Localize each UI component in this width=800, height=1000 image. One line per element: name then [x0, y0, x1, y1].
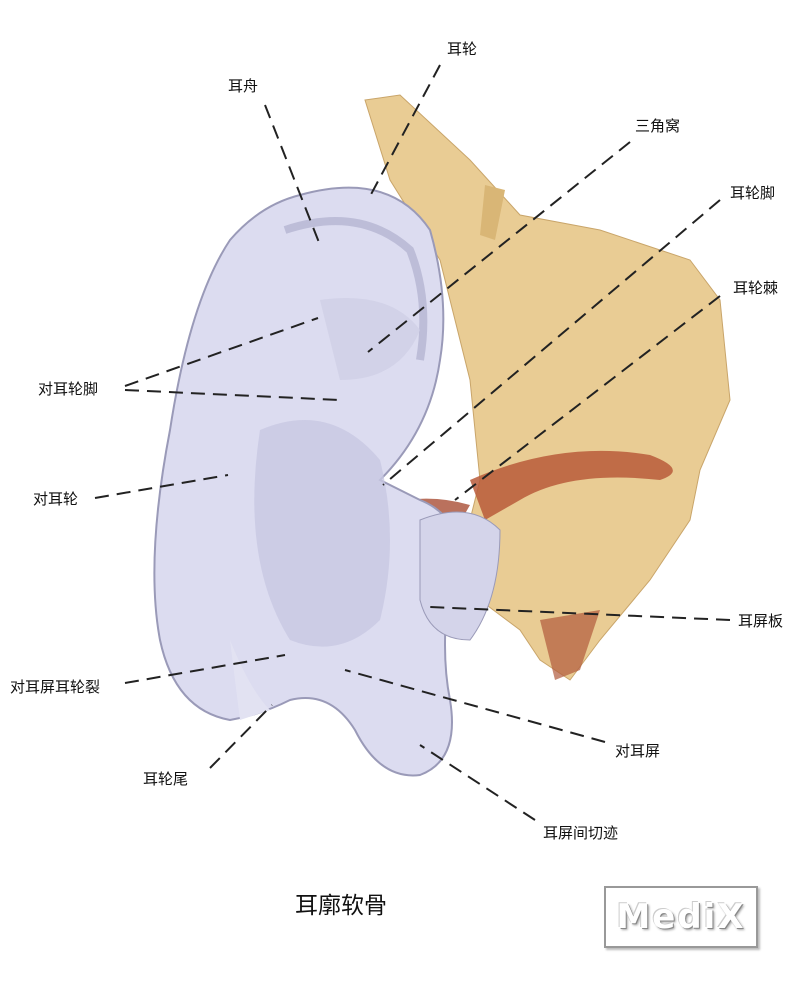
label-tail-of-helix: 耳轮尾 [143, 770, 189, 788]
label-triangular-fossa: 三角窝 [635, 117, 681, 135]
label-antihelix: 对耳轮 [33, 490, 79, 508]
leader-helix [367, 64, 441, 201]
concha [254, 420, 390, 647]
surrounding-tissue [364, 94, 731, 681]
label-intertragic-notch: 耳屏间切迹 [543, 824, 619, 842]
scapha-groove [283, 217, 428, 361]
leader-antihelix [94, 474, 229, 499]
label-crus-of-helix: 耳轮脚 [730, 184, 776, 202]
figure-title: 耳廓软骨 [295, 893, 387, 919]
leader-crus-of-helix [382, 199, 721, 486]
label-antitragohelicine-fissure: 对耳屏耳轮裂 [10, 678, 101, 696]
muscle-red [470, 450, 673, 520]
leader-crura-2 [124, 389, 341, 401]
leader-scapha [264, 104, 321, 246]
label-scapha: 耳舟 [228, 77, 259, 95]
leader-intertragic-notch [419, 744, 536, 821]
leader-triangular-fossa [367, 141, 631, 353]
leader-tail-of-helix [209, 704, 273, 769]
label-helix: 耳轮 [447, 40, 478, 58]
leader-lines [94, 64, 731, 821]
label-crura-of-antihelix: 对耳轮脚 [38, 380, 99, 398]
label-antitragus: 对耳屏 [615, 742, 661, 760]
leader-antitragus [344, 669, 606, 743]
label-tragal-lamina: 耳屏板 [738, 612, 784, 630]
leader-tragal-lamina [429, 606, 731, 621]
triangular-fossa-shape [320, 298, 420, 380]
tissue-band [480, 185, 505, 240]
label-spine-of-helix: 耳轮棘 [733, 279, 779, 297]
leader-fissure [124, 654, 286, 684]
leader-crura-1 [124, 317, 319, 387]
muscle-red-right [540, 610, 600, 680]
tragal-lamina-shape [419, 511, 501, 641]
helix-tail [230, 640, 270, 720]
leader-spine-of-helix [454, 295, 721, 501]
medix-watermark-logo: MediX [604, 886, 758, 948]
